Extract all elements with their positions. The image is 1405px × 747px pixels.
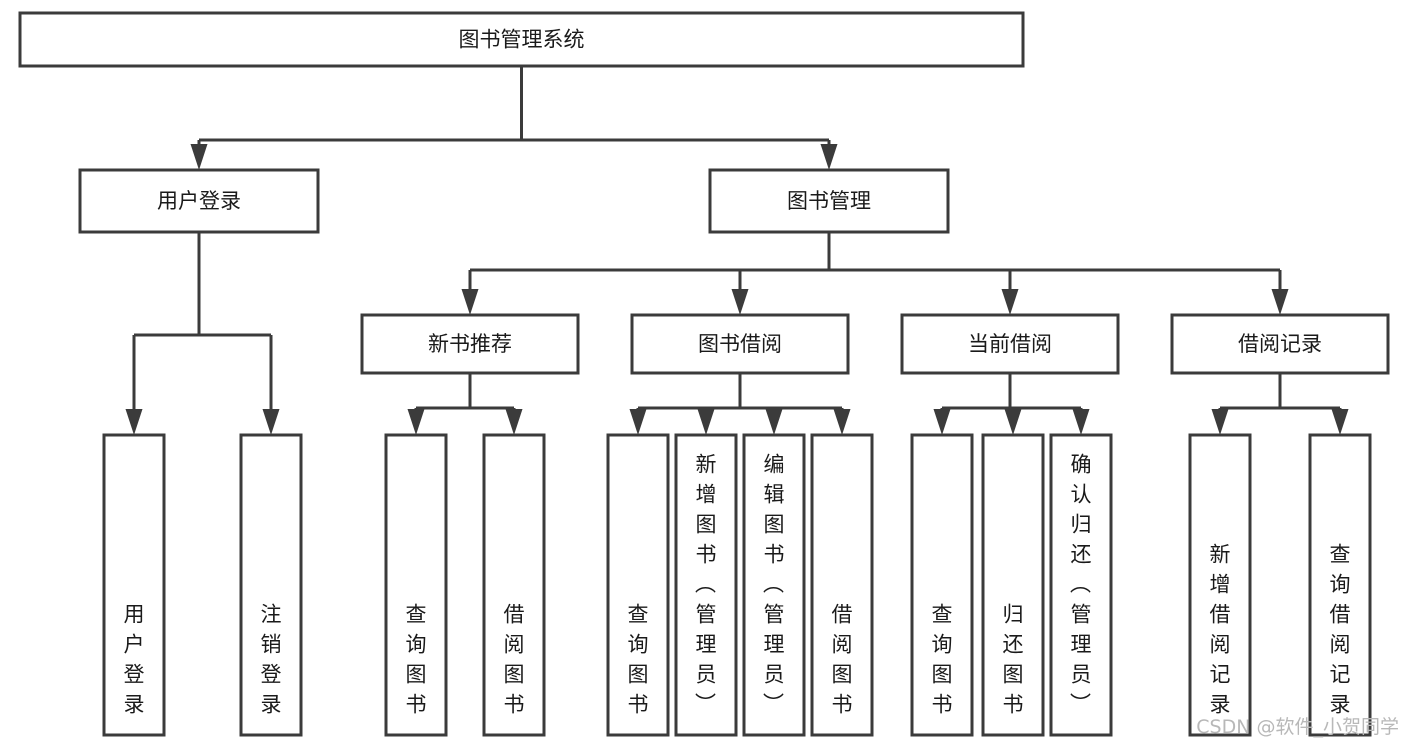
node-label: 确认归还（管理员） bbox=[1070, 453, 1092, 717]
node-leaf_10[interactable]: 确认归还（管理员） bbox=[1049, 433, 1113, 737]
node-leaf_12[interactable]: 查询借阅记录 bbox=[1308, 433, 1372, 737]
node-label: 图书管理系统 bbox=[459, 28, 585, 52]
node-leaf_1[interactable]: 注销登录 bbox=[239, 433, 303, 737]
node-leaf_4[interactable]: 查询图书 bbox=[606, 433, 670, 737]
arrow-head-icon bbox=[461, 289, 479, 315]
node-l2_0[interactable]: 用户登录 bbox=[78, 168, 320, 234]
arrow-head-icon bbox=[262, 409, 280, 435]
arrow-head-icon bbox=[820, 144, 838, 170]
node-label: 新书推荐 bbox=[428, 332, 512, 356]
arrow-head-icon bbox=[933, 409, 951, 435]
node-box[interactable] bbox=[1188, 433, 1252, 737]
node-label: 查询图书 bbox=[406, 603, 427, 717]
arrow-head-icon bbox=[190, 144, 208, 170]
node-label: 借阅记录 bbox=[1238, 332, 1322, 356]
node-box[interactable] bbox=[910, 433, 974, 737]
node-leaf_3[interactable]: 借阅图书 bbox=[482, 433, 546, 737]
node-box[interactable] bbox=[18, 11, 1025, 68]
connector-layer bbox=[125, 66, 1349, 435]
arrow-head-icon bbox=[1211, 409, 1229, 435]
node-box[interactable] bbox=[981, 433, 1045, 737]
arrow-head-icon bbox=[1331, 409, 1349, 435]
node-label: 图书管理 bbox=[787, 189, 871, 213]
node-root[interactable]: 图书管理系统 bbox=[18, 11, 1025, 68]
arrow-head-icon bbox=[407, 409, 425, 435]
node-l2_1[interactable]: 图书管理 bbox=[708, 168, 950, 234]
node-label: 注销登录 bbox=[261, 603, 282, 717]
node-l3_0[interactable]: 新书推荐 bbox=[360, 313, 580, 375]
node-box[interactable] bbox=[239, 433, 303, 737]
arrow-head-icon bbox=[505, 409, 523, 435]
arrow-head-icon bbox=[1072, 409, 1090, 435]
node-label: 用户登录 bbox=[157, 189, 241, 213]
node-box[interactable] bbox=[1049, 433, 1113, 737]
node-label: 新增借阅记录 bbox=[1210, 543, 1231, 717]
node-label: 新增图书（管理员） bbox=[695, 453, 717, 717]
node-layer: 图书管理系统用户登录图书管理新书推荐图书借阅当前借阅借阅记录用户登录注销登录查询… bbox=[18, 11, 1390, 737]
node-leaf_9[interactable]: 归还图书 bbox=[981, 433, 1045, 737]
node-leaf_7[interactable]: 借阅图书 bbox=[810, 433, 874, 737]
arrow-head-icon bbox=[125, 409, 143, 435]
node-label: 借阅图书 bbox=[832, 603, 853, 717]
node-box[interactable] bbox=[810, 433, 874, 737]
node-label: 借阅图书 bbox=[504, 603, 525, 717]
arrow-head-icon bbox=[833, 409, 851, 435]
node-l3_3[interactable]: 借阅记录 bbox=[1170, 313, 1390, 375]
node-label: 图书借阅 bbox=[698, 332, 782, 356]
node-box[interactable] bbox=[630, 313, 850, 375]
csdn-watermark: CSDN @软件_小贺同学 bbox=[1196, 716, 1399, 738]
node-l3_2[interactable]: 当前借阅 bbox=[900, 313, 1120, 375]
node-label: 当前借阅 bbox=[968, 332, 1052, 356]
arrow-head-icon bbox=[629, 409, 647, 435]
node-label: 查询图书 bbox=[628, 603, 649, 717]
node-box[interactable] bbox=[900, 313, 1120, 375]
node-label: 编辑图书（管理员） bbox=[763, 453, 785, 717]
node-label: 归还图书 bbox=[1003, 603, 1024, 717]
arrow-head-icon bbox=[697, 409, 715, 435]
arrow-head-icon bbox=[731, 289, 749, 315]
node-leaf_5[interactable]: 新增图书（管理员） bbox=[674, 433, 738, 737]
node-leaf_6[interactable]: 编辑图书（管理员） bbox=[742, 433, 806, 737]
node-label: 用户登录 bbox=[124, 603, 145, 717]
node-box[interactable] bbox=[1308, 433, 1372, 737]
node-box[interactable] bbox=[102, 433, 166, 737]
node-label: 查询图书 bbox=[932, 603, 953, 717]
node-l3_1[interactable]: 图书借阅 bbox=[630, 313, 850, 375]
node-box[interactable] bbox=[78, 168, 320, 234]
node-box[interactable] bbox=[708, 168, 950, 234]
node-label: 查询借阅记录 bbox=[1330, 543, 1351, 717]
node-box[interactable] bbox=[1170, 313, 1390, 375]
node-leaf_2[interactable]: 查询图书 bbox=[384, 433, 448, 737]
arrow-head-icon bbox=[765, 409, 783, 435]
node-leaf_0[interactable]: 用户登录 bbox=[102, 433, 166, 737]
node-leaf_8[interactable]: 查询图书 bbox=[910, 433, 974, 737]
arrow-head-icon bbox=[1271, 289, 1289, 315]
node-box[interactable] bbox=[384, 433, 448, 737]
node-box[interactable] bbox=[360, 313, 580, 375]
node-leaf_11[interactable]: 新增借阅记录 bbox=[1188, 433, 1252, 737]
node-box[interactable] bbox=[742, 433, 806, 737]
arrow-head-icon bbox=[1004, 409, 1022, 435]
node-box[interactable] bbox=[674, 433, 738, 737]
arrow-head-icon bbox=[1001, 289, 1019, 315]
node-box[interactable] bbox=[482, 433, 546, 737]
node-box[interactable] bbox=[606, 433, 670, 737]
